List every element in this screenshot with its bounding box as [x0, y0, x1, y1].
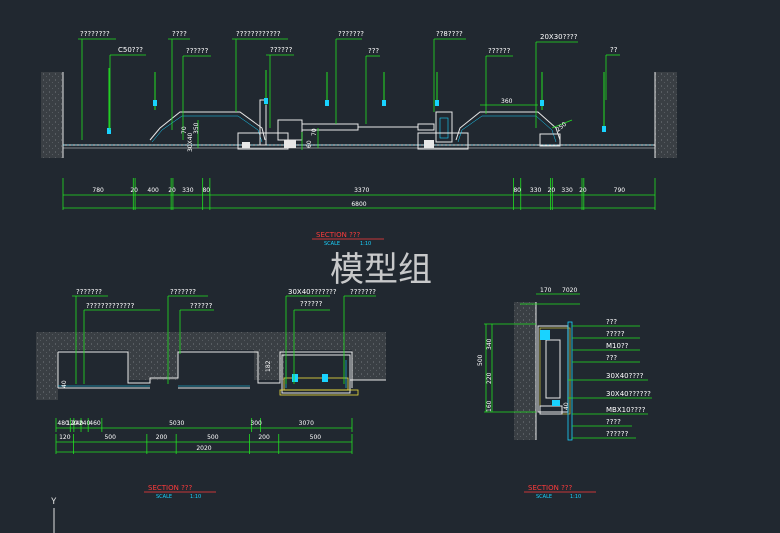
axis-y-label: Y — [51, 497, 57, 507]
s1-dim-0: 780 — [92, 187, 104, 194]
s1-dim-11: 20 — [579, 187, 587, 194]
section-2: ??????? ????????????? ??????? ?????? 30X… — [36, 288, 386, 500]
s1-label-1: C50??? — [118, 46, 143, 54]
s2-total-dim: 2020 — [196, 445, 211, 452]
s1-label-2: ???? — [172, 30, 187, 38]
s3-label-4: 30X40???? — [606, 372, 644, 380]
s1-dim-3: 20 — [168, 187, 176, 194]
s2-bottom-dim-4: 200 — [258, 434, 270, 441]
s2-label-2: ??????? — [170, 288, 196, 296]
s1-dim-7: 80 — [513, 187, 521, 194]
s2-label-4: 30X40??????? — [288, 288, 337, 296]
s3-left-dim-3: 160 — [486, 400, 493, 412]
s3-label-3: ??? — [606, 354, 617, 362]
s3-label-5: 30X40?????? — [606, 390, 651, 398]
section-3: 170 7020 500 340 220 160 40 ??? ????? M1… — [477, 287, 652, 500]
s3-scale-word: SCALE — [536, 494, 552, 500]
s1-inner-dim-4: 70 — [181, 126, 188, 134]
s2-top-dim-6: 300 — [250, 420, 262, 427]
s1-dim-6: 3370 — [354, 187, 369, 194]
s1-label-10: 20X30???? — [540, 33, 578, 41]
s2-bottom-dim-0: 120 — [59, 434, 71, 441]
s2-inner-dim-0: 40 — [61, 380, 68, 388]
s3-title: SECTION ??? — [528, 484, 572, 492]
s1-label-5: ?????? — [270, 46, 293, 54]
s1-dim-4: 330 — [182, 187, 194, 194]
s3-label-2: M10?? — [606, 342, 629, 350]
s2-top-dim-7: 3070 — [299, 420, 314, 427]
s1-label-8: ??8???? — [436, 30, 463, 38]
s1-label-0: ???????? — [80, 30, 110, 38]
watermark-text: 模型组 — [330, 250, 432, 290]
s2-bottom-dim-5: 500 — [310, 434, 322, 441]
s1-inner-dim-3: 60 — [306, 140, 313, 148]
s2-top-dim-1: 120 — [66, 420, 78, 427]
s1-dim-5: 80 — [202, 187, 210, 194]
s2-scale-value: 1:10 — [190, 494, 201, 500]
s2-label-3: ?????? — [190, 302, 213, 310]
s2-top-dim-2: 240 — [72, 420, 84, 427]
left-wall-hatch — [41, 72, 63, 158]
s1-label-7: ??? — [368, 47, 379, 55]
s2-title: SECTION ??? — [148, 484, 192, 492]
right-wall-hatch — [655, 72, 677, 158]
s3-label-8: ?????? — [606, 430, 629, 438]
s2-top-dim-4: 460 — [89, 420, 101, 427]
s3-left-dim-2: 220 — [486, 372, 493, 384]
s1-dim-12: 790 — [614, 187, 626, 194]
s1-label-9: ?????? — [488, 47, 511, 55]
s2-label-5: ??????? — [350, 288, 376, 296]
s1-total-dim: 6800 — [351, 201, 366, 208]
s2-top-dim-5: 5030 — [169, 420, 184, 427]
s1-scale-word: SCALE — [324, 241, 340, 247]
s3-top-dim-1: 7020 — [562, 287, 577, 294]
s3-scale-value: 1:10 — [570, 494, 581, 500]
s1-dim-1: 20 — [130, 187, 138, 194]
section-1: ???????? C50??? ???? ?????? ????????????… — [41, 30, 677, 247]
s1-title: SECTION ??? — [316, 231, 360, 239]
s3-left-dim-1: 340 — [486, 338, 493, 350]
s3-label-1: ????? — [606, 330, 625, 338]
s2-bottom-dim-2: 200 — [156, 434, 168, 441]
s1-inner-dim-1: 360 — [501, 98, 513, 105]
s2-bottom-dim-1: 500 — [104, 434, 116, 441]
s1-label-6: ??????? — [338, 30, 364, 38]
s2-label-1: ????????????? — [86, 302, 135, 310]
s2-top-dim-3: 240 — [79, 420, 91, 427]
s2-label-6: ?????? — [300, 300, 323, 308]
s2-top-dim-0: 480 — [57, 420, 69, 427]
s3-label-7: ???? — [606, 418, 621, 426]
s1-dim-9: 20 — [548, 187, 556, 194]
s3-label-0: ??? — [606, 318, 617, 326]
s1-label-3: ?????? — [186, 47, 209, 55]
ucs-axis-icon: Y — [51, 497, 57, 533]
s3-top-dim-0: 170 — [540, 287, 552, 294]
s3-label-6: MBX10???? — [606, 406, 646, 414]
s1-inner-dim-0: 350 — [193, 122, 200, 134]
s1-dim-2: 400 — [147, 187, 159, 194]
s3-inner-dim-0: 40 — [563, 402, 570, 410]
s1-dim-10: 330 — [561, 187, 573, 194]
s2-scale-word: SCALE — [156, 494, 172, 500]
s1-label-4: ???????????? — [236, 30, 281, 38]
s1-inner-dim-2: 70 — [311, 128, 318, 136]
s3-wall-hatch — [514, 302, 536, 440]
s2-inner-dim-1: 182 — [265, 360, 272, 372]
s1-label-11: ?? — [610, 46, 618, 54]
s1-inner-dim-6: 30X40 — [187, 132, 194, 152]
s2-label-0: ??????? — [76, 288, 102, 296]
s2-slab-hatch — [36, 332, 386, 350]
s2-bottom-dim-3: 500 — [207, 434, 219, 441]
s3-left-dim-0: 500 — [477, 354, 484, 366]
s1-scale-value: 1:10 — [360, 241, 371, 247]
s1-dim-8: 330 — [530, 187, 542, 194]
